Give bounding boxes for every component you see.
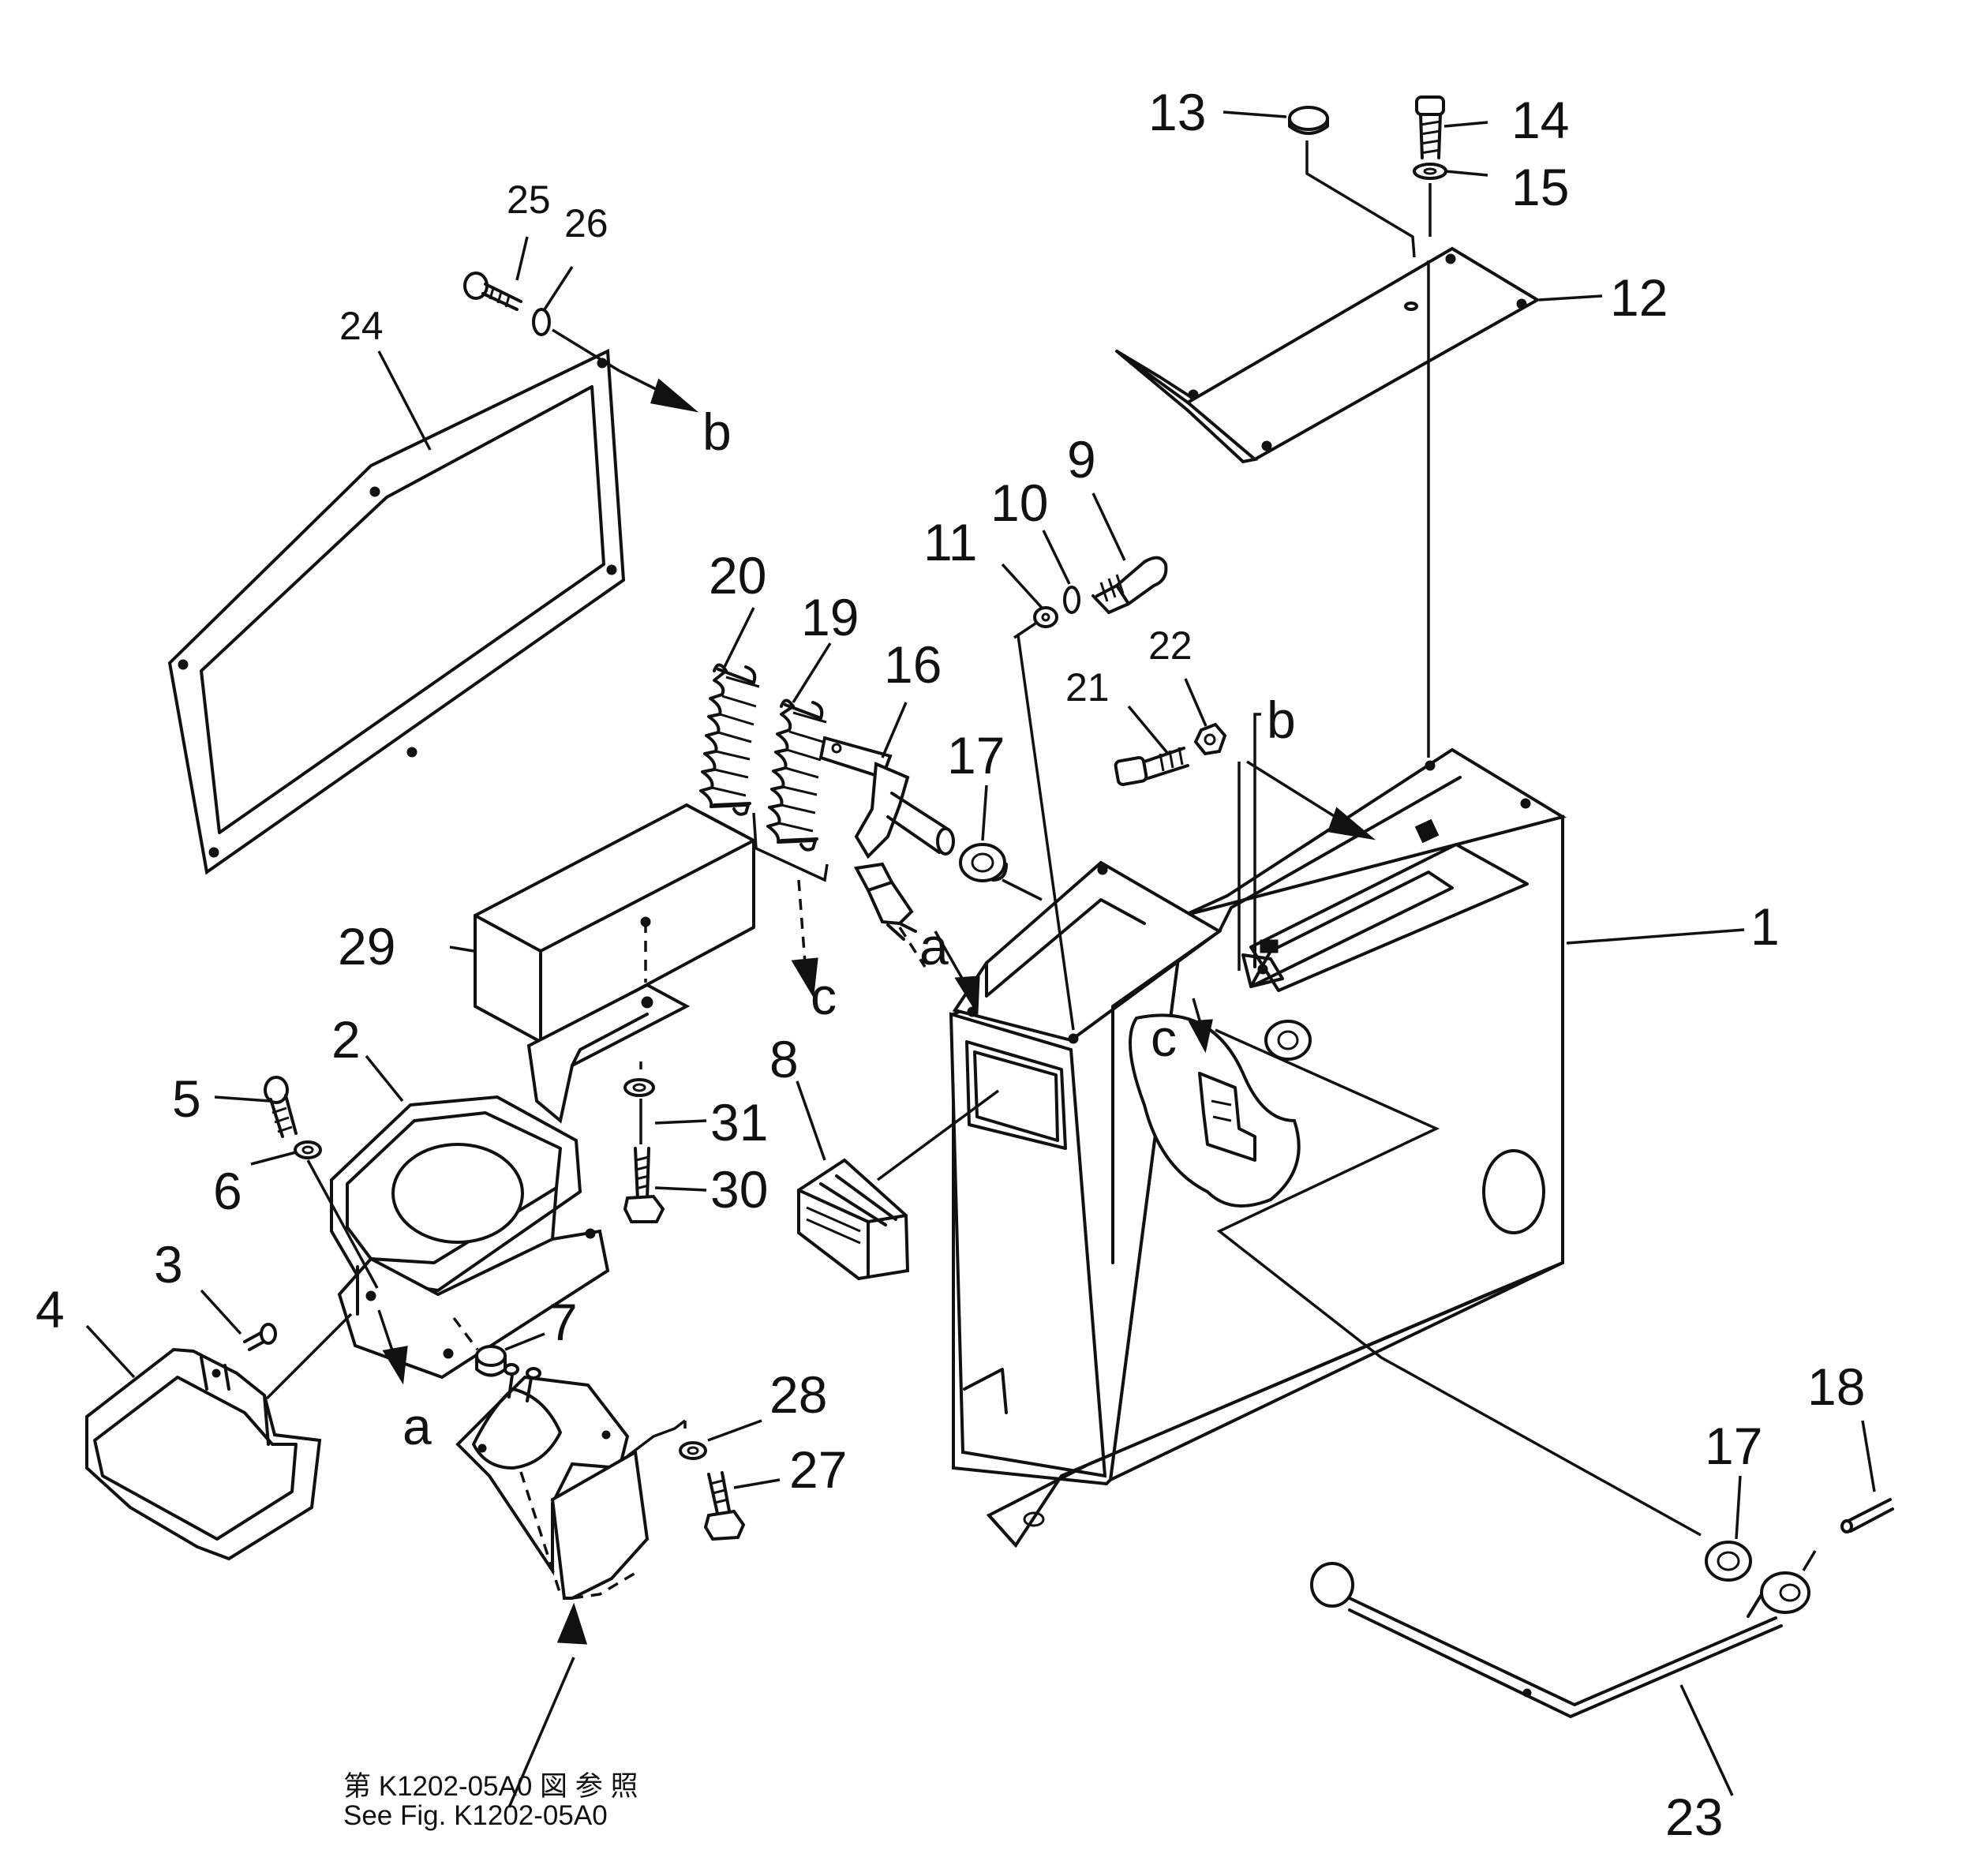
callout-18: 18 [1807, 1357, 1865, 1416]
callout-23: 23 [1665, 1788, 1723, 1846]
callout-27: 27 [789, 1440, 847, 1499]
part-6-washer [294, 1140, 322, 1159]
part-24-frame [167, 348, 626, 875]
part-26-washer [532, 308, 551, 336]
part-19-spring [766, 698, 827, 852]
part-28-washer [679, 1441, 707, 1460]
part-15-washer [1413, 163, 1447, 180]
part-17-bushing-upper [959, 843, 1008, 882]
part-10-washer [1063, 586, 1080, 614]
part-12-cover [1115, 246, 1541, 464]
callout-22: 22 [1148, 623, 1193, 668]
callout-labels: 1 2 3 4 5 6 7 8 9 10 11 12 13 14 15 16 1… [36, 83, 1865, 1846]
callout-24: 24 [339, 304, 384, 348]
callout-9: 9 [1067, 430, 1096, 489]
callout-11: 11 [923, 513, 978, 571]
callout-19: 19 [801, 588, 859, 646]
callout-2: 2 [331, 1010, 361, 1069]
part-9-bolt [1091, 556, 1168, 614]
part-23-lever [1310, 1562, 1810, 1718]
part-11-nut [1033, 606, 1058, 628]
housing-bushing [1264, 1020, 1312, 1061]
callout-16: 16 [884, 635, 942, 694]
part-14-bolt [1415, 95, 1445, 159]
callout-28: 28 [769, 1365, 827, 1424]
part-29-pad [474, 803, 755, 1044]
callout-14: 14 [1511, 91, 1569, 149]
connector-a-upper: a [919, 917, 949, 975]
callout-13: 13 [1148, 83, 1206, 141]
callout-17b: 17 [1705, 1417, 1762, 1475]
connector-labels: a a b b c c [403, 403, 1296, 1455]
callout-29: 29 [338, 917, 395, 975]
part-13-cap [1288, 106, 1329, 135]
part-16-lever [818, 736, 955, 859]
part-20-spring [699, 663, 760, 816]
callout-3: 3 [154, 1235, 183, 1294]
lever-assembly [455, 1363, 650, 1600]
connector-a-lower: a [403, 1397, 432, 1455]
part-1-housing [949, 260, 1702, 1548]
callout-20: 20 [709, 546, 766, 605]
part-3-screw [243, 1323, 277, 1351]
callout-5: 5 [172, 1069, 201, 1128]
part-8-switch [797, 1158, 910, 1281]
callout-30: 30 [710, 1160, 768, 1219]
part-18-pin [1840, 1498, 1894, 1533]
callout-10: 10 [990, 474, 1048, 532]
callout-15: 15 [1511, 158, 1569, 216]
part-30-bolt [623, 1147, 665, 1223]
callout-17a: 17 [947, 726, 1005, 784]
part-16-linkage [853, 862, 927, 968]
callout-31: 31 [710, 1093, 768, 1151]
callout-1: 1 [1750, 897, 1780, 956]
part-2-housing [330, 983, 691, 1380]
part-21-bolt [1114, 747, 1189, 786]
callout-7: 7 [549, 1293, 578, 1351]
part-4-cover [85, 1347, 322, 1561]
connector-b-upper: b [702, 403, 732, 461]
callout-6: 6 [213, 1162, 242, 1220]
connector-c-upper: c [811, 967, 837, 1025]
part-17-bushing-lower [1705, 1541, 1752, 1582]
connector-c-lower: c [1151, 1009, 1177, 1067]
callout-21: 21 [1065, 665, 1110, 710]
connector-b-lower: b [1267, 691, 1296, 749]
reference-note-ja: 第 K1202-05A0 図 参 照 [343, 1771, 638, 1802]
reference-note-en: See Fig. K1202-05A0 [343, 1800, 608, 1831]
part-25-bolt [463, 271, 522, 311]
part-7-plug [475, 1345, 507, 1377]
part-31-washer [623, 1078, 655, 1097]
callout-8: 8 [769, 1030, 799, 1088]
reference-note: 第 K1202-05A0 図 参 照 See Fig. K1202-05A0 [343, 1771, 638, 1831]
part-5-bolt [264, 1076, 298, 1138]
callout-4: 4 [36, 1280, 65, 1339]
callout-26: 26 [564, 201, 608, 245]
part-22-nut [1193, 722, 1227, 756]
callout-25: 25 [507, 178, 551, 222]
part-27-bolt [703, 1471, 746, 1541]
callout-12: 12 [1610, 268, 1668, 327]
